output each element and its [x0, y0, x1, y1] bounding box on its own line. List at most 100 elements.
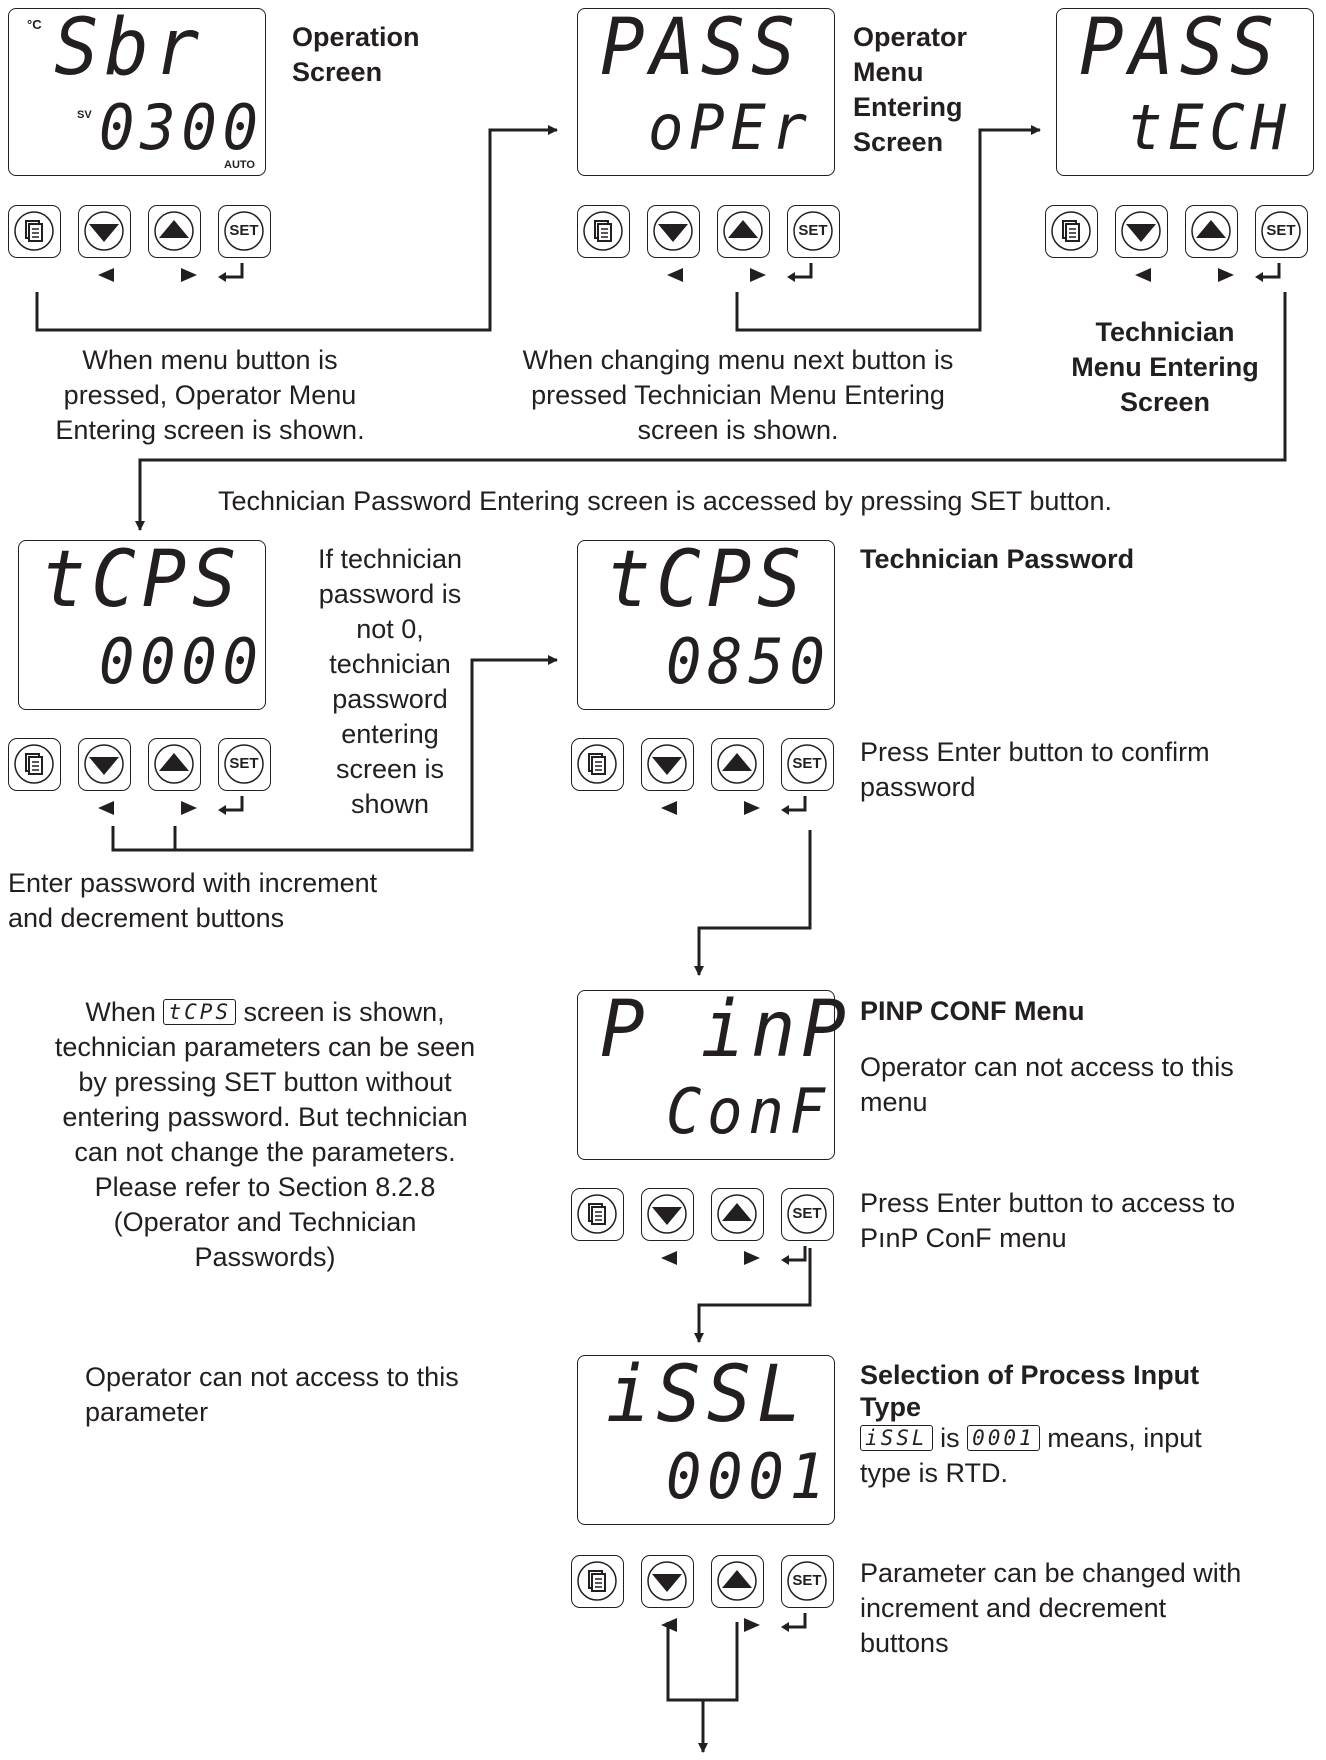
down-arrow-icon [647, 744, 687, 784]
set-button[interactable]: SET [218, 738, 271, 791]
display-top: Sbr [54, 3, 205, 93]
up-button[interactable] [148, 205, 201, 258]
button-legend-icons [667, 263, 813, 282]
up-arrow-icon [154, 744, 194, 784]
caption-enter-pw: Enter password with increment and decrem… [8, 868, 378, 933]
set-icon [1261, 211, 1301, 251]
up-arrow-icon [717, 1561, 757, 1601]
button-row-issl: SET [571, 1555, 834, 1635]
menu-button[interactable] [1045, 205, 1098, 258]
caption-op-param: Operator can not access to this paramete… [85, 1362, 459, 1427]
down-button[interactable] [641, 1555, 694, 1608]
menu-icon [577, 1561, 617, 1601]
display-top: iSSL [606, 1350, 808, 1440]
set-icon [224, 744, 264, 784]
menu-button[interactable] [571, 1555, 624, 1608]
up-button[interactable] [1185, 205, 1238, 258]
menu-icon [577, 1194, 617, 1234]
menu-button[interactable] [577, 205, 630, 258]
set-button[interactable]: SET [218, 205, 271, 258]
lcd-oper: PASS oPEr [577, 8, 835, 176]
up-button[interactable] [717, 205, 770, 258]
menu-icon [577, 744, 617, 784]
set-button[interactable]: SET [1255, 205, 1308, 258]
menu-icon [14, 744, 54, 784]
up-button[interactable] [711, 1188, 764, 1241]
auto-indicator: AUTO [224, 159, 255, 171]
set-icon [787, 1561, 827, 1601]
down-button[interactable] [641, 738, 694, 791]
sv-indicator: SV [77, 109, 92, 121]
lcd-tcps-empty: tCPS 0000 [18, 540, 266, 710]
caption-issl: Selection of Process Input Type iSSL is … [860, 1360, 1202, 1488]
menu-icon [583, 211, 623, 251]
up-arrow-icon [723, 211, 763, 251]
button-legend-icons [98, 796, 244, 815]
down-arrow-icon [647, 1561, 687, 1601]
button-row-tcps-password: SET [571, 738, 834, 818]
lcd-tcps-password: tCPS 0850 [577, 540, 835, 710]
up-button[interactable] [148, 738, 201, 791]
caption-pinp-enter: Press Enter button to access to PınP Con… [860, 1188, 1236, 1253]
button-row-tcps-empty: SET [8, 738, 271, 818]
button-row-oper: SET [577, 205, 840, 285]
button-legend-icons [661, 1246, 807, 1265]
button-row-operation: SET [8, 205, 271, 285]
title-pinp: PINP CONF Menu [860, 996, 1085, 1026]
up-arrow-icon [154, 211, 194, 251]
set-icon [793, 211, 833, 251]
display-top: tCPS [41, 535, 243, 625]
button-legend-icons [98, 263, 244, 282]
set-button[interactable]: SET [781, 738, 834, 791]
display-bottom: tECH [1127, 91, 1292, 164]
down-arrow-icon [84, 744, 124, 784]
button-legend-icons [661, 1613, 807, 1632]
down-button[interactable] [641, 1188, 694, 1241]
caption-confirm-pw: Press Enter button to confirm password [860, 737, 1210, 802]
set-button[interactable]: SET [787, 205, 840, 258]
display-bottom: 0001 [666, 1440, 831, 1513]
set-button[interactable]: SET [781, 1555, 834, 1608]
display-bottom: oPEr [648, 91, 813, 164]
menu-button[interactable] [571, 1188, 624, 1241]
menu-icon [14, 211, 54, 251]
lcd-pinp-conf: P inP ConF [577, 990, 846, 1160]
menu-button[interactable] [8, 738, 61, 791]
down-button[interactable] [78, 205, 131, 258]
set-icon [787, 1194, 827, 1234]
caption-pinp-operator: Operator can not access to this menu [860, 1052, 1234, 1117]
down-button[interactable] [1115, 205, 1168, 258]
title-oper: Operator Menu Entering Screen [853, 22, 968, 157]
caption-when-tcps: When tCPS screen is shown, technician pa… [54, 997, 476, 1272]
down-button[interactable] [78, 738, 131, 791]
menu-icon [1051, 211, 1091, 251]
lcd-issl: iSSL 0001 [577, 1355, 835, 1525]
down-arrow-icon [647, 1194, 687, 1234]
button-row-tech: SET [1045, 205, 1308, 285]
up-arrow-icon [717, 744, 757, 784]
up-arrow-icon [717, 1194, 757, 1234]
menu-button[interactable] [571, 738, 624, 791]
up-button[interactable] [711, 1555, 764, 1608]
caption-next-pressed: When changing menu next button is presse… [522, 345, 954, 445]
down-button[interactable] [647, 205, 700, 258]
caption-menu-pressed: When menu button is pressed, Operator Me… [55, 345, 365, 445]
button-legend-icons [1135, 263, 1281, 282]
set-button[interactable]: SET [781, 1188, 834, 1241]
set-icon [224, 211, 264, 251]
up-button[interactable] [711, 738, 764, 791]
menu-button[interactable] [8, 205, 61, 258]
title-tech: Technician Menu Entering Screen [1071, 317, 1259, 417]
title-operation: Operation Screen [292, 22, 420, 87]
title-tech-password: Technician Password [860, 544, 1135, 574]
lcd-operation: °C Sbr SV 0300 AUTO [8, 8, 266, 176]
caption-param-change: Parameter can be changed with increment … [860, 1558, 1242, 1658]
unit-indicator: °C [27, 17, 42, 32]
inline-lcd-tcps: tCPS [163, 999, 237, 1025]
up-arrow-icon [1191, 211, 1231, 251]
button-row-pinp: SET [571, 1188, 834, 1268]
display-top: P inP [600, 985, 852, 1075]
display-bottom: ConF [666, 1075, 831, 1148]
display-bottom: 0000 [99, 625, 264, 698]
